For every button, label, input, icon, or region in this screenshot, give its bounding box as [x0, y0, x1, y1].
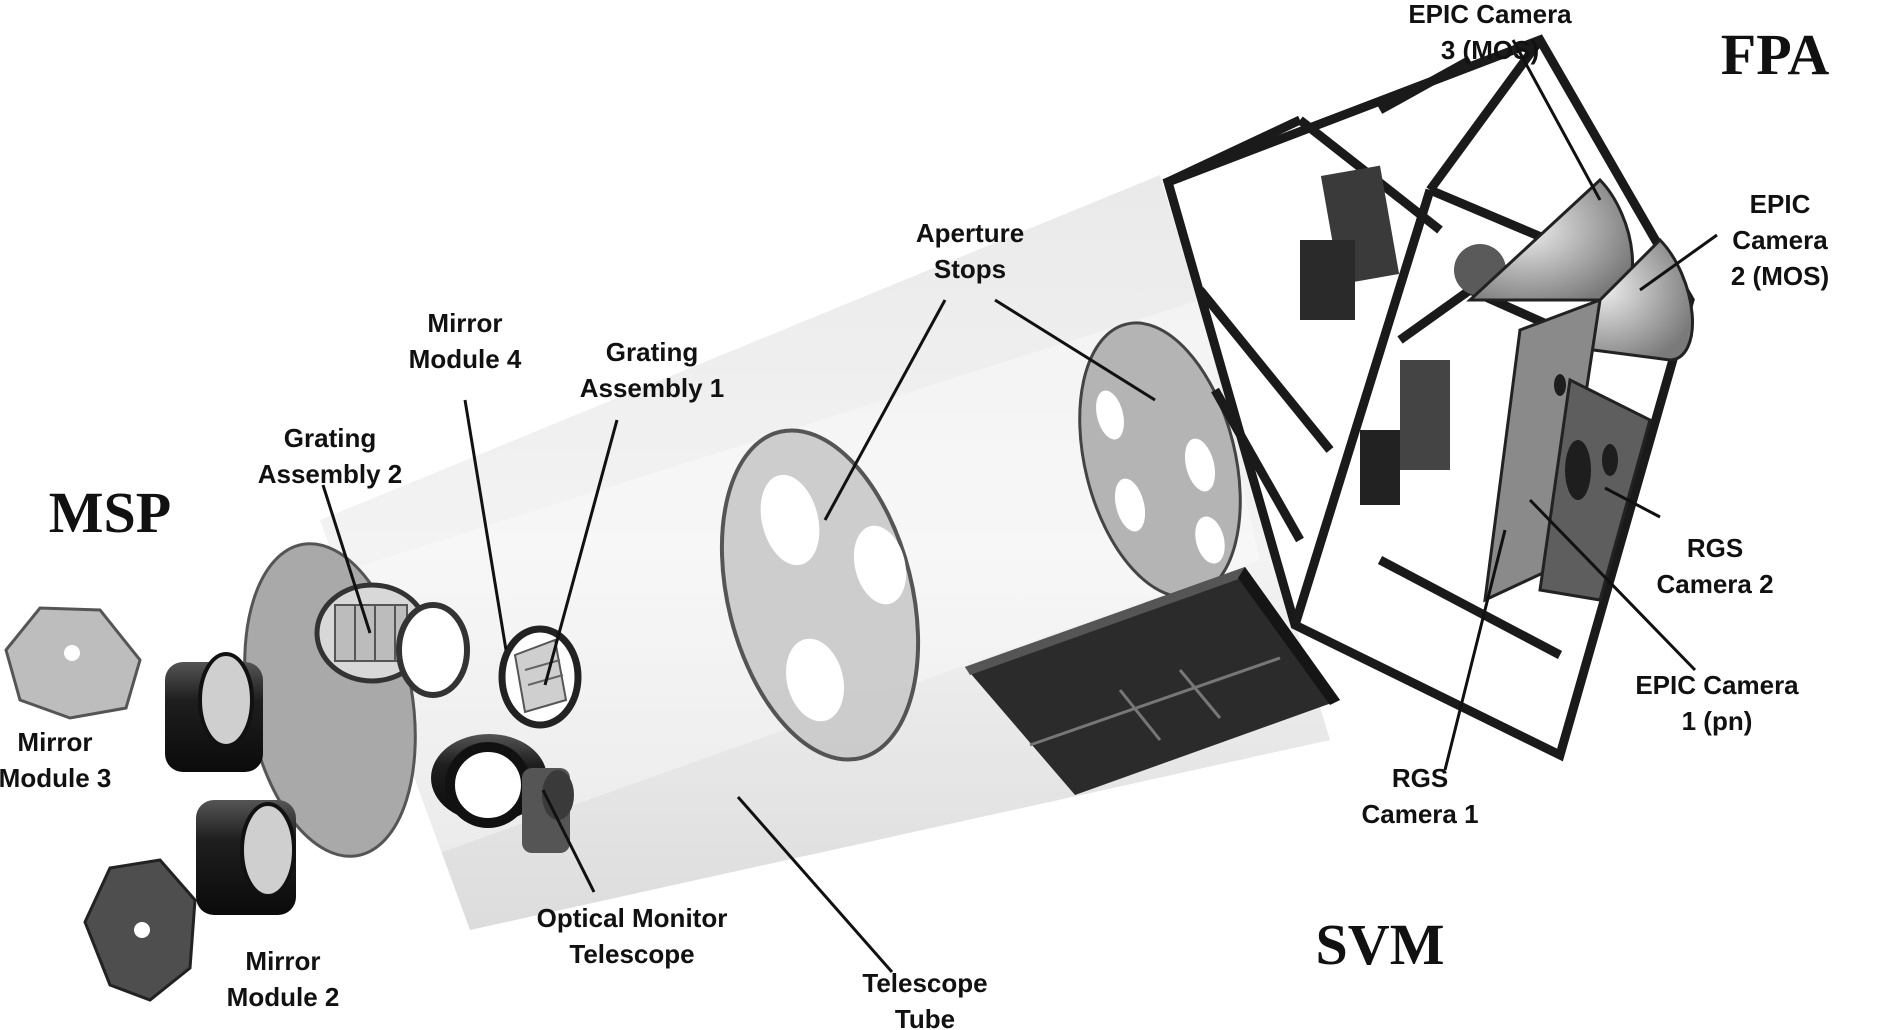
rgs-camera-2-label: RGS Camera 2	[1656, 533, 1774, 599]
svm-section-label: SVM	[1315, 912, 1445, 977]
aperture-stops-label: Aperture Stops	[915, 218, 1025, 284]
grating-assembly-2-label: Grating Assembly 2	[257, 423, 403, 489]
mirror-module-3-door	[4, 606, 142, 720]
optical-monitor-telescope-label: Optical Monitor Telescope	[536, 903, 728, 969]
epic-camera-1-label: EPIC Camera 1 (pn)	[1635, 670, 1799, 736]
aperture-stop-disc-2	[1078, 321, 1242, 599]
mirror-module-4-drum	[431, 734, 547, 828]
optical-monitor-telescope-body	[522, 768, 574, 853]
epic-camera-2-label: EPIC Camera 2 (MOS)	[1730, 189, 1830, 291]
service-module-box	[965, 567, 1340, 795]
telescope-tube-label: Telescope Tube	[862, 968, 988, 1030]
camera-plates	[1483, 297, 1652, 603]
grating-assembly-1-label: Grating Assembly 1	[579, 337, 725, 403]
grating-assembly-2-shape	[314, 582, 470, 698]
epic-camera-3-label: EPIC Camera 3 (MOS)	[1408, 0, 1572, 65]
grating-assembly-1-shape	[498, 625, 582, 729]
fpa-section-label: FPA	[1720, 22, 1830, 87]
mirror-module-3-label: Mirror Module 3	[0, 727, 112, 793]
rgs-camera-1-label: RGS Camera 1	[1361, 763, 1479, 829]
fpa-internal-equipment	[1300, 165, 1506, 505]
mirror-module-2-drum	[196, 800, 296, 915]
aperture-stop-disc-1	[719, 428, 921, 762]
mirror-module-4-label: Mirror Module 4	[408, 308, 522, 374]
mirror-module-2-door	[83, 858, 197, 1002]
leader-lines	[321, 39, 1718, 973]
mirror-module-2-label: Mirror Module 2	[226, 946, 340, 1012]
msp-section-label: MSP	[48, 480, 172, 545]
mirror-module-3-drum	[165, 652, 263, 772]
